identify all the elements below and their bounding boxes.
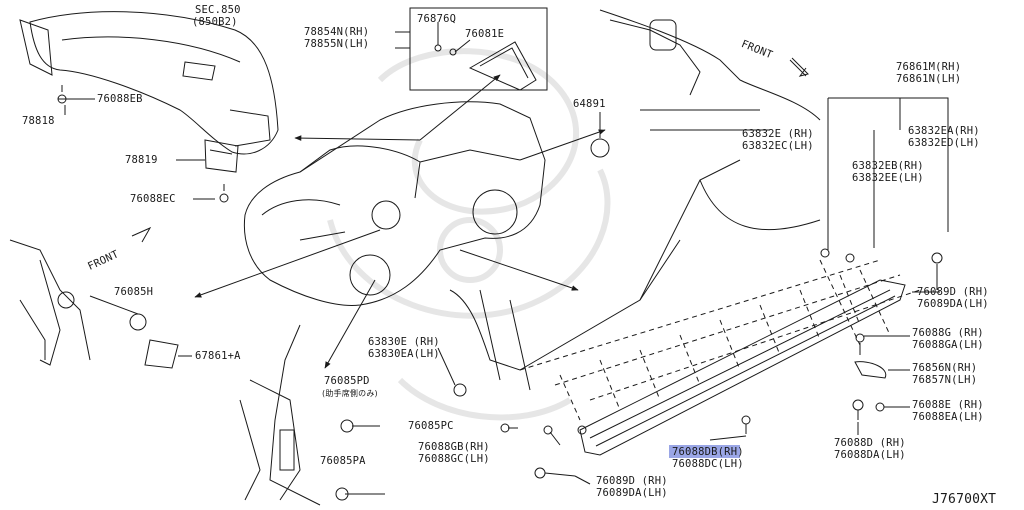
label-76861m: 76861M(RH) bbox=[896, 61, 962, 73]
cover-67861 bbox=[144, 339, 179, 369]
rear-bumper bbox=[19, 11, 279, 155]
label-63832ee: 63832EE(LH) bbox=[852, 172, 924, 184]
label-76085pc: 76085PC bbox=[408, 420, 454, 432]
label-76085pd-note: (助手席側のみ) bbox=[322, 389, 378, 398]
label-76081e: 76081E bbox=[465, 28, 505, 40]
label-63830e: 63830E (RH) bbox=[368, 336, 440, 348]
car-body bbox=[243, 101, 546, 306]
label-63832ea: 63832EA(RH) bbox=[908, 125, 980, 137]
label-76088da: 76088DA(LH) bbox=[834, 449, 906, 461]
label-63832eb: 63832EB(RH) bbox=[852, 160, 924, 172]
label-67861a: 67861+A bbox=[195, 350, 241, 362]
diagram-id: J76700XT bbox=[932, 492, 997, 507]
label-76088e: 76088E (RH) bbox=[912, 399, 984, 411]
label-78854n: 78854N(RH) bbox=[304, 26, 370, 38]
body-side-sill bbox=[449, 159, 821, 391]
label-76088eb: 76088EB bbox=[97, 93, 143, 105]
watermark-emblem bbox=[327, 48, 611, 421]
label-76857n: 76857N(LH) bbox=[912, 374, 978, 386]
label-76085pd: 76085PD bbox=[324, 375, 370, 387]
front-arrow-top-icon bbox=[791, 57, 809, 77]
direction-arrows bbox=[194, 74, 606, 369]
label-76856n: 76856N(RH) bbox=[912, 362, 978, 374]
rear-pillar-left bbox=[9, 239, 91, 366]
label-76089d-right: 76089D (RH) bbox=[917, 286, 989, 298]
quarter-glass-78854n bbox=[468, 41, 537, 91]
label-76088ea: 76088EA(LH) bbox=[912, 411, 984, 423]
fasteners bbox=[129, 248, 943, 501]
label-63830ea: 63830EA(LH) bbox=[368, 348, 440, 360]
label-63832e: 63832E (RH) bbox=[742, 128, 814, 140]
label-76088gc: 76088GC(LH) bbox=[418, 453, 490, 465]
label-76085h: 76085H bbox=[114, 286, 154, 298]
side-sill-molding bbox=[579, 279, 906, 456]
label-76088db: 76088DB(RH) bbox=[672, 446, 744, 458]
label-sec850-sub: (850B2) bbox=[192, 16, 238, 28]
label-63832ed: 63832ED(LH) bbox=[908, 137, 980, 149]
label-76861n: 76861N(LH) bbox=[896, 73, 962, 85]
label-76085pa: 76085PA bbox=[320, 455, 366, 467]
label-78818: 78818 bbox=[22, 115, 55, 127]
cap-76085h bbox=[129, 313, 147, 331]
dashed-guides bbox=[519, 259, 921, 421]
label-76088ga: 76088GA(LH) bbox=[912, 339, 984, 351]
front-pillar-lower bbox=[239, 324, 321, 506]
cap-64891 bbox=[590, 138, 610, 158]
label-76876q: 76876Q bbox=[417, 13, 457, 25]
leader-lines bbox=[58, 22, 949, 495]
bracket-78819 bbox=[204, 139, 239, 173]
front-arrow-left-icon bbox=[131, 226, 152, 243]
label-78819: 78819 bbox=[125, 154, 158, 166]
label-76089d-bottom: 76089D (RH) bbox=[596, 475, 668, 487]
door-frame-rear bbox=[599, 9, 821, 131]
label-76088d: 76088D (RH) bbox=[834, 437, 906, 449]
label-64891: 64891 bbox=[573, 98, 606, 110]
label-76088dc: 76088DC(LH) bbox=[672, 458, 744, 470]
clip-76088ec bbox=[219, 193, 229, 203]
label-63832ec: 63832EC(LH) bbox=[742, 140, 814, 152]
label-76088ec: 76088EC bbox=[130, 193, 176, 205]
label-78855n: 78855N(LH) bbox=[304, 38, 370, 50]
label-76088g: 76088G (RH) bbox=[912, 327, 984, 339]
callout-box-76876q bbox=[409, 7, 548, 91]
label-76089da-bottom: 76089DA(LH) bbox=[596, 487, 668, 499]
label-76088gb: 76088GB(RH) bbox=[418, 441, 490, 453]
label-76089da-right: 76089DA(LH) bbox=[917, 298, 989, 310]
label-sec850: SEC.850 bbox=[195, 4, 241, 16]
highlight-76088db bbox=[669, 445, 740, 458]
